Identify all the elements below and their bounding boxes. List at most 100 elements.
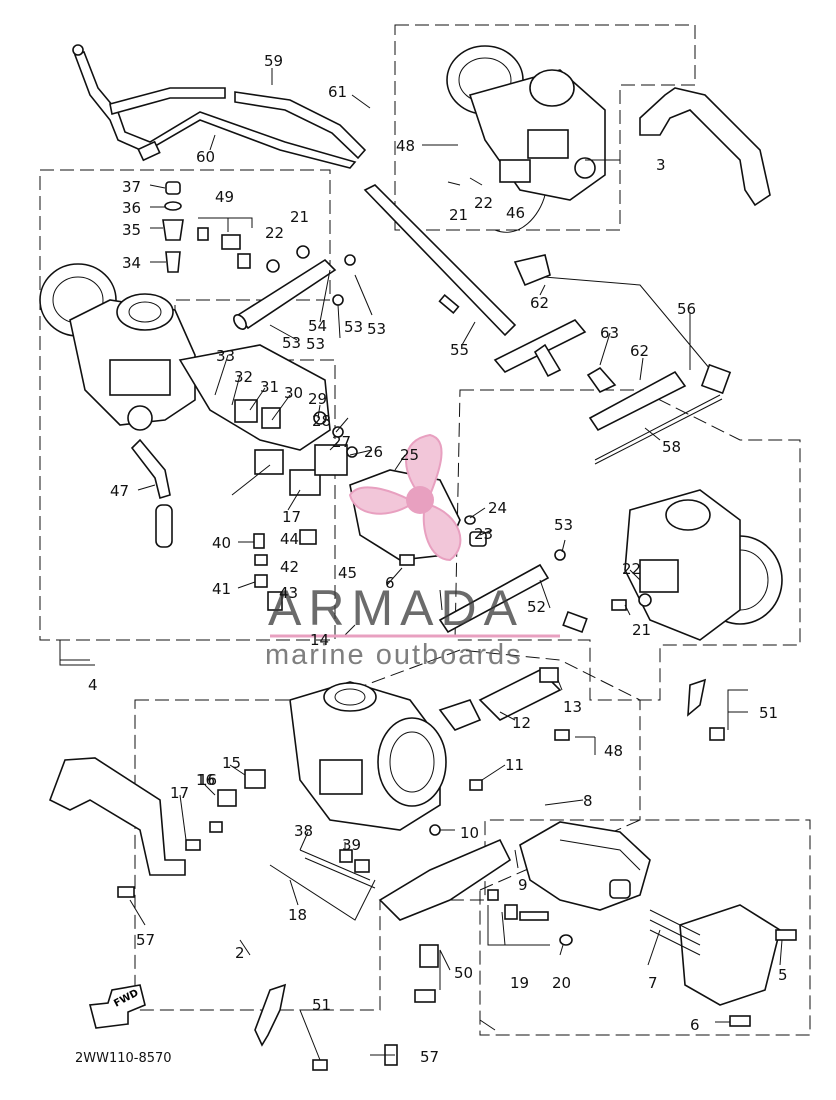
callout-39: 39 bbox=[342, 836, 361, 854]
watermark-subtitle: marine outboards bbox=[265, 639, 523, 671]
rod-58 bbox=[594, 394, 723, 465]
float-bowl-10 bbox=[378, 824, 512, 1003]
lower-small-parts bbox=[117, 769, 376, 898]
callout-53: 53 bbox=[554, 516, 573, 534]
callout-50: 50 bbox=[454, 964, 473, 982]
callout-47: 47 bbox=[110, 482, 129, 500]
callout-25: 25 bbox=[400, 446, 419, 464]
hose-47 bbox=[130, 438, 173, 548]
callout-43: 43 bbox=[279, 584, 298, 602]
callout-53: 53 bbox=[306, 335, 325, 353]
callout-22: 22 bbox=[622, 560, 641, 578]
callout-21: 21 bbox=[632, 621, 651, 639]
callout-60: 60 bbox=[196, 148, 215, 166]
callout-35: 35 bbox=[122, 221, 141, 239]
coupling-pipe-52 bbox=[438, 549, 588, 634]
callout-22: 22 bbox=[265, 224, 284, 242]
callout-58: 58 bbox=[662, 438, 681, 456]
callout-53: 53 bbox=[282, 334, 301, 352]
callout-12: 12 bbox=[512, 714, 531, 732]
callout-42: 42 bbox=[280, 558, 299, 576]
callout-17: 17 bbox=[282, 508, 301, 526]
callout-21: 21 bbox=[290, 208, 309, 226]
callout-51: 51 bbox=[312, 996, 331, 1014]
joint-pipe-62 bbox=[493, 319, 687, 432]
callout-24: 24 bbox=[488, 499, 507, 517]
callout-8: 8 bbox=[583, 792, 593, 810]
callout-62: 62 bbox=[530, 294, 549, 312]
fuel-hose-59 bbox=[109, 87, 367, 160]
callout-26: 26 bbox=[364, 443, 383, 461]
callout-57: 57 bbox=[420, 1048, 439, 1066]
callout-34: 34 bbox=[122, 254, 141, 272]
callout-19: 19 bbox=[510, 974, 529, 992]
callout-38: 38 bbox=[294, 822, 313, 840]
pilot-parts bbox=[253, 529, 317, 611]
callout-53: 53 bbox=[344, 318, 363, 336]
callout-18: 18 bbox=[288, 906, 307, 924]
callout-52: 52 bbox=[527, 598, 546, 616]
callout-3: 3 bbox=[656, 156, 666, 174]
coupling-pipe-54 bbox=[233, 254, 356, 330]
callout-45: 45 bbox=[338, 564, 357, 582]
callout-5: 5 bbox=[778, 966, 788, 984]
armada-logo: ARMADA marine outboards bbox=[265, 433, 560, 671]
callout-16: 16 bbox=[198, 771, 217, 789]
link-rod-55 bbox=[363, 184, 517, 337]
callout-44: 44 bbox=[280, 530, 299, 548]
diaphragm-cover-9 bbox=[519, 821, 651, 911]
fwd-arrow-icon: FWD bbox=[88, 984, 146, 1029]
callout-29: 29 bbox=[308, 390, 327, 408]
callout-32: 32 bbox=[234, 368, 253, 386]
callout-15: 15 bbox=[222, 754, 241, 772]
callout-61: 61 bbox=[328, 83, 347, 101]
jet-parts-left bbox=[162, 181, 310, 273]
leader-lines bbox=[60, 68, 783, 1061]
bracket-lower-left bbox=[48, 757, 186, 876]
callout-57: 57 bbox=[136, 931, 155, 949]
callout-17: 17 bbox=[170, 784, 189, 802]
callout-6: 6 bbox=[690, 1016, 700, 1034]
callout-49: 49 bbox=[215, 188, 234, 206]
callout-21: 21 bbox=[449, 206, 468, 224]
callout-7: 7 bbox=[648, 974, 658, 992]
callout-41: 41 bbox=[212, 580, 231, 598]
callout-51: 51 bbox=[759, 704, 778, 722]
callout-56: 56 bbox=[677, 300, 696, 318]
watermark-title: ARMADA bbox=[268, 580, 524, 636]
callout-31: 31 bbox=[260, 378, 279, 396]
bracket-top-right bbox=[639, 87, 771, 207]
callout-2: 2 bbox=[235, 944, 245, 962]
callout-20: 20 bbox=[552, 974, 571, 992]
needle-valve-19 bbox=[487, 889, 573, 946]
callout-53: 53 bbox=[367, 320, 386, 338]
callout-48: 48 bbox=[396, 137, 415, 155]
callout-13: 13 bbox=[563, 698, 582, 716]
callout-14: 14 bbox=[310, 631, 329, 649]
callout-28: 28 bbox=[312, 412, 331, 430]
callout-4: 4 bbox=[88, 676, 98, 694]
callout-16: 16 bbox=[196, 771, 215, 789]
propeller-logo-icon bbox=[348, 433, 462, 562]
carburetor-4 bbox=[39, 263, 196, 431]
carburetor-center-left bbox=[178, 344, 358, 496]
callout-62: 62 bbox=[630, 342, 649, 360]
callout-37: 37 bbox=[122, 178, 141, 196]
callout-11: 11 bbox=[505, 756, 524, 774]
cover-7 bbox=[649, 904, 797, 1027]
carburetor-3 bbox=[446, 45, 606, 233]
part-number-code: 2WW110-8570 bbox=[75, 1051, 172, 1066]
callout-63: 63 bbox=[600, 324, 619, 342]
callout-6: 6 bbox=[385, 574, 395, 592]
callout-46: 46 bbox=[506, 204, 525, 222]
callout-27: 27 bbox=[332, 433, 351, 451]
callout-33: 33 bbox=[216, 347, 235, 365]
callout-23: 23 bbox=[474, 525, 493, 543]
callout-55: 55 bbox=[450, 341, 469, 359]
callout-54: 54 bbox=[308, 317, 327, 335]
callout-22: 22 bbox=[474, 194, 493, 212]
callout-40: 40 bbox=[212, 534, 231, 552]
carburetor-right-lower bbox=[611, 489, 783, 641]
